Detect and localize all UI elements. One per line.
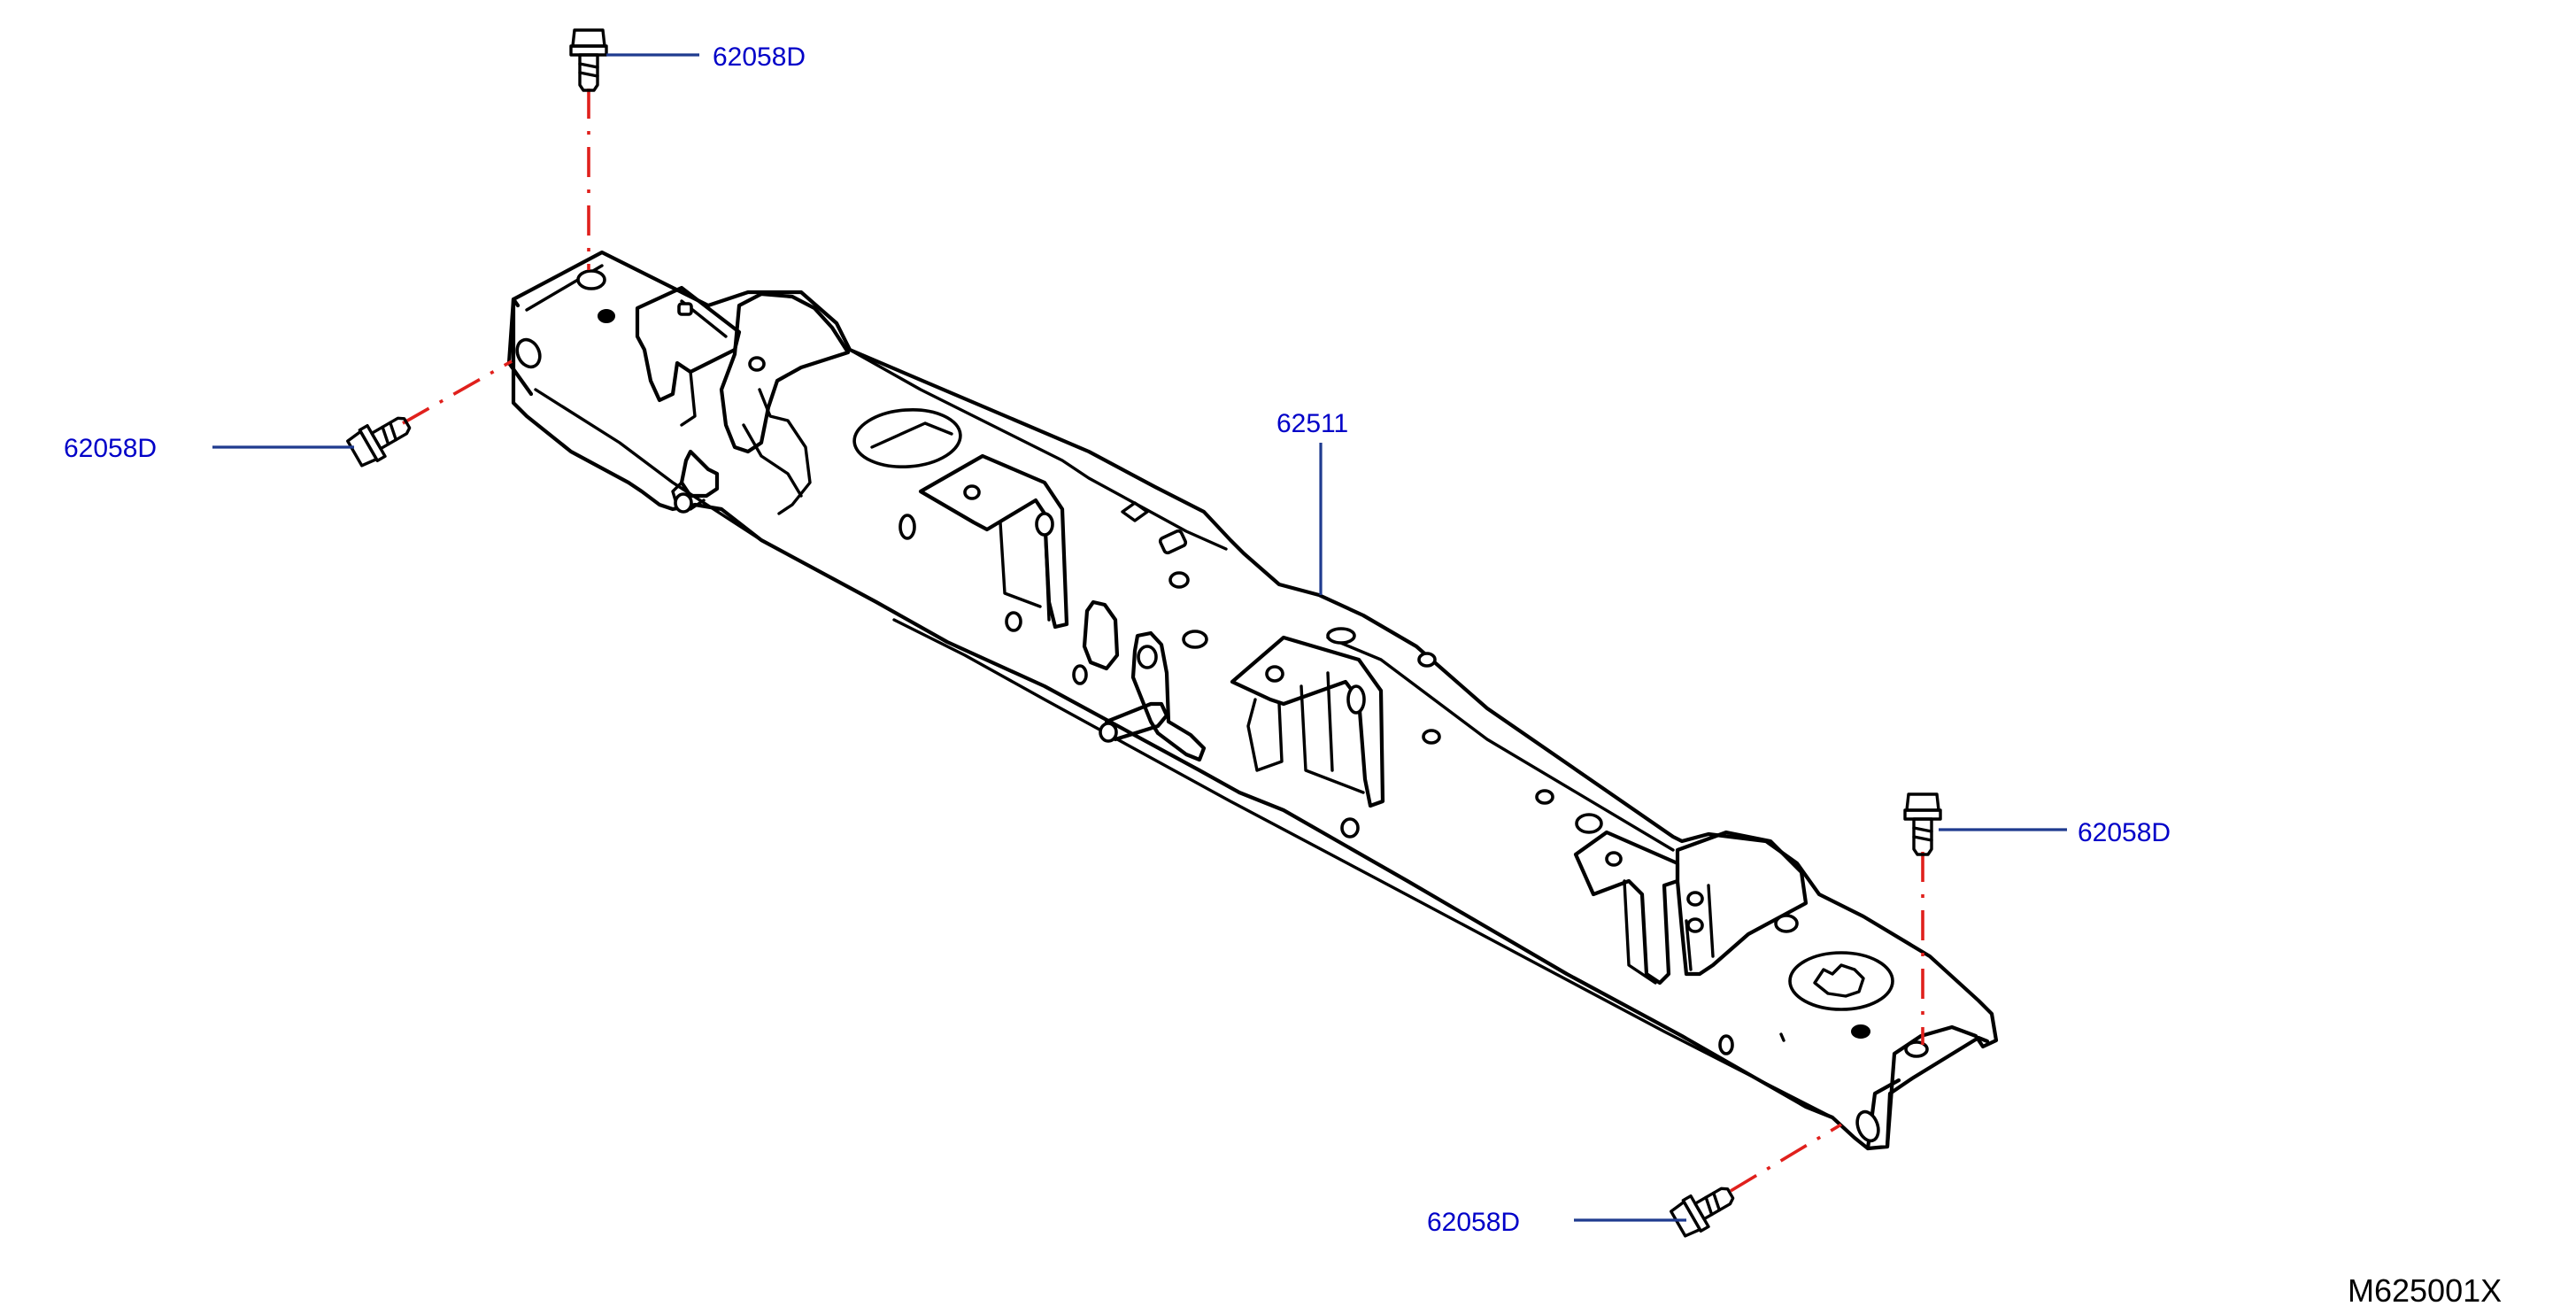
installation-paths (402, 89, 1924, 1193)
hex-flange-bolt-icon (346, 416, 412, 468)
callout-bolt-left[interactable]: 62058D (64, 434, 157, 463)
install-path-left (402, 359, 513, 425)
bolt-62058D-bottom[interactable] (1670, 1179, 1739, 1240)
bolt-62058D-top-left[interactable] (569, 28, 608, 92)
bolt-62058D-left[interactable] (346, 408, 416, 469)
callout-bolt-top-left[interactable]: 62058D (713, 43, 806, 72)
diagram-code: M625001X (2348, 1272, 2502, 1309)
install-path-bottom (1730, 1123, 1842, 1193)
hex-flange-bolt-icon (569, 28, 608, 92)
hex-flange-bolt-icon (1903, 792, 1942, 856)
callout-crossmember[interactable]: 62511 (1276, 409, 1348, 438)
leader-lines (212, 53, 2067, 1222)
bolt-62058D-right[interactable] (1903, 792, 1942, 856)
callout-bolt-bottom[interactable]: 62058D (1427, 1208, 1520, 1237)
hex-flange-bolt-icon (1670, 1186, 1735, 1238)
crossmember-part-62511[interactable] (506, 250, 1999, 1151)
callout-labels: 62058D 62058D 62511 62058D 62058D (64, 43, 2171, 1237)
callout-bolt-right[interactable]: 62058D (2078, 818, 2171, 847)
